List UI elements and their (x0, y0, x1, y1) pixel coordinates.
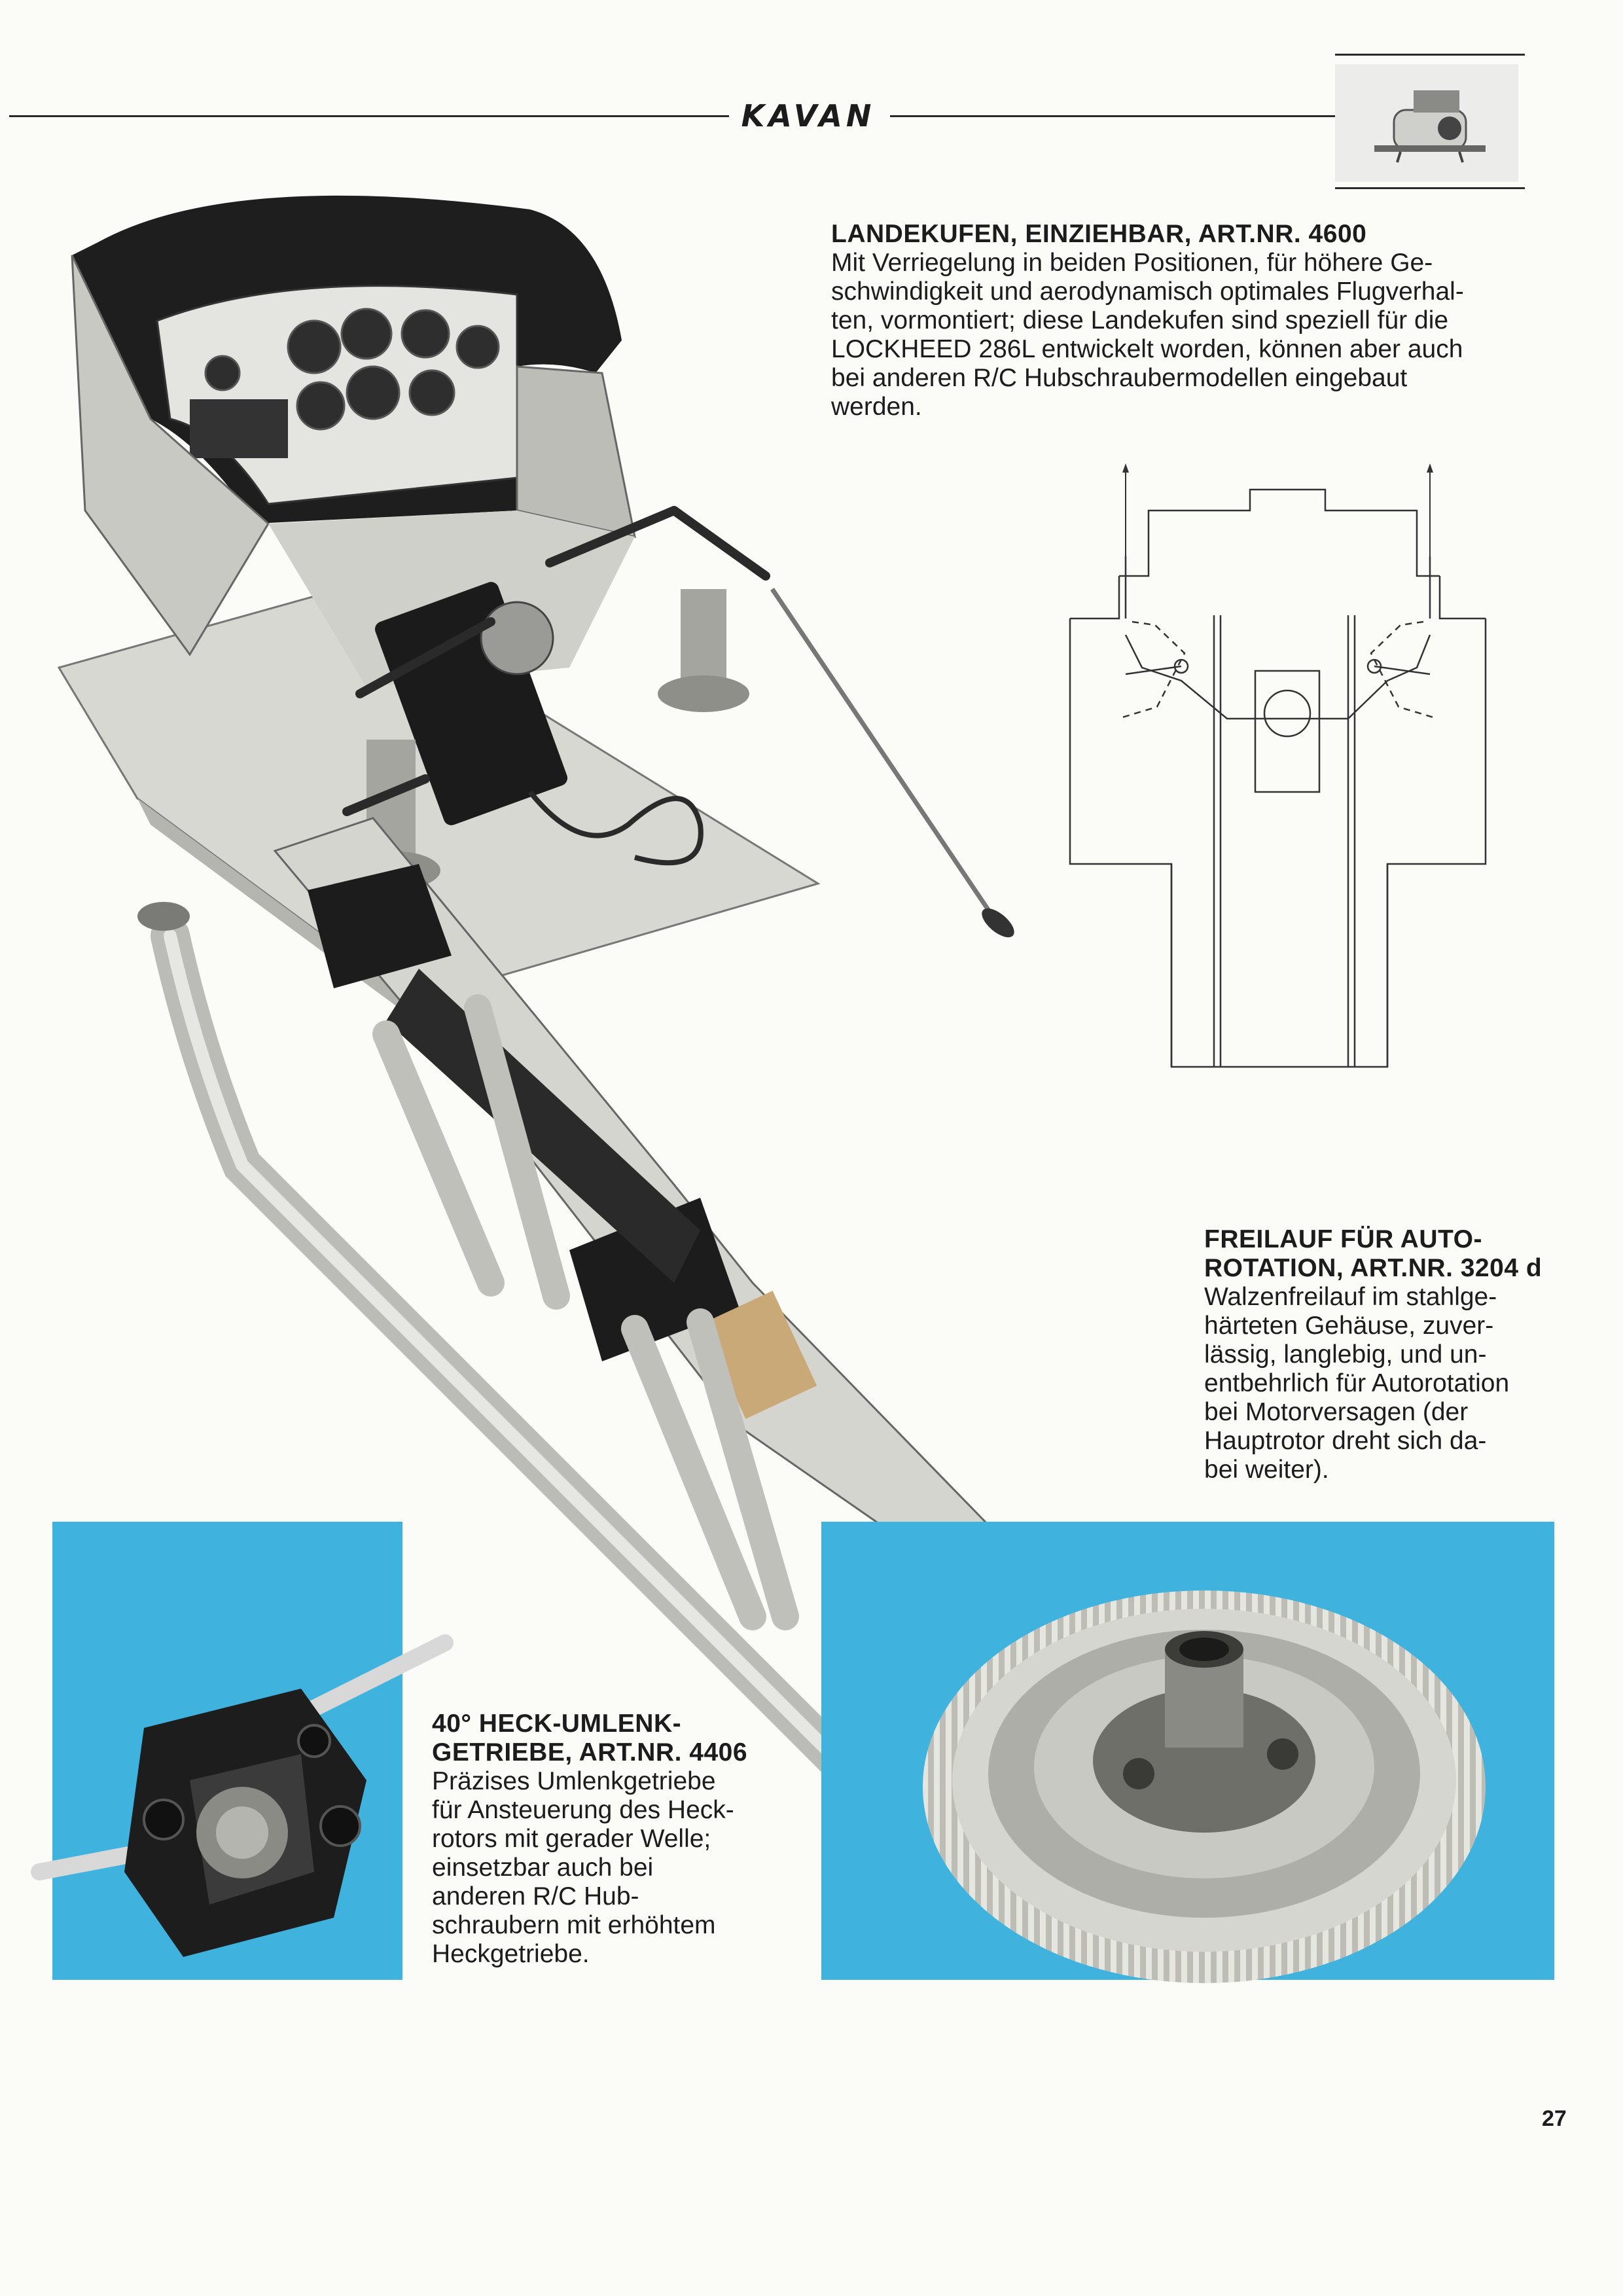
freewheel-gear-photo (923, 1590, 1486, 1983)
landekufen-line: ten, vormontiert; diese Landekufen sind … (831, 306, 1449, 334)
gearbox-photo (31, 1634, 454, 1957)
freilauf-line: lässig, langlebig, und un- (1204, 1340, 1487, 1369)
landing-gear-photo (57, 195, 1014, 1872)
freilauf-heading: FREILAUF FÜR AUTO- (1204, 1225, 1482, 1253)
landekufen-line: bei anderen R/C Hubschraubermodellen ein… (831, 364, 1408, 392)
heck-line: Heckgetriebe. (432, 1940, 590, 1968)
landekufen-description: LANDEKUFEN, EINZIEHBAR, ART.NR. 4600 Mit… (831, 220, 1464, 422)
page-number: 27 (1542, 2106, 1567, 2131)
landing-gear-technical-drawing (1069, 463, 1487, 1068)
landekufen-line: werden. (831, 393, 922, 421)
freilauf-line: härteten Gehäuse, zuver- (1204, 1312, 1494, 1340)
landekufen-heading: LANDEKUFEN, EINZIEHBAR, ART.NR. 4600 (831, 220, 1367, 248)
heck-line: rotors mit gerader Welle; (432, 1825, 711, 1853)
heck-line: Präzises Umlenkgetriebe (432, 1767, 716, 1795)
header-rule-right (890, 115, 1335, 117)
helicopter-thumbnail (1335, 64, 1518, 182)
freilauf-line: Hauptrotor dreht sich da- (1204, 1427, 1487, 1455)
heck-line: für Ansteuerung des Heck- (432, 1796, 734, 1824)
freilauf-description: FREILAUF FÜR AUTO- ROTATION, ART.NR. 320… (1204, 1225, 1542, 1484)
landekufen-line: Mit Verriegelung in beiden Positionen, f… (831, 249, 1433, 277)
heck-line: einsetzbar auch bei (432, 1854, 654, 1882)
freilauf-line: entbehrlich für Autorotation (1204, 1369, 1510, 1397)
heck-line: schraubern mit erhöhtem (432, 1911, 716, 1939)
helicopter-thumbnail-art (1374, 90, 1486, 163)
thumb-rule-bottom (1335, 187, 1525, 189)
freilauf-heading: ROTATION, ART.NR. 3204 d (1204, 1254, 1543, 1282)
kavan-logo: KAVAN (741, 98, 876, 134)
freilauf-line: bei Motorversagen (der (1204, 1398, 1469, 1426)
thumb-rule-top (1335, 54, 1525, 56)
landekufen-line: schwindigkeit und aerodynamisch optimale… (831, 278, 1464, 306)
heck-heading: 40° HECK-UMLENK- (432, 1710, 682, 1738)
header-rule-left (9, 115, 729, 117)
heck-heading: GETRIEBE, ART.NR. 4406 (432, 1738, 748, 1767)
heck-description: 40° HECK-UMLENK- GETRIEBE, ART.NR. 4406 … (432, 1710, 747, 1969)
heck-line: anderen R/C Hub- (432, 1882, 639, 1910)
landekufen-line: LOCKHEED 286L entwickelt worden, können … (831, 335, 1463, 363)
freilauf-line: bei weiter). (1204, 1456, 1329, 1484)
freilauf-line: Walzenfreilauf im stahlge- (1204, 1283, 1497, 1311)
